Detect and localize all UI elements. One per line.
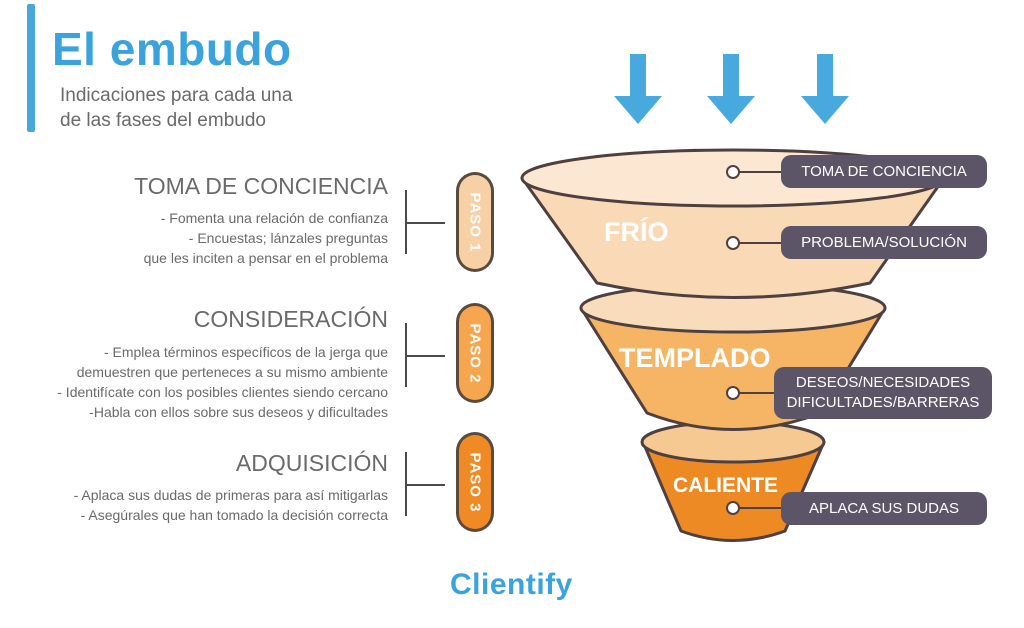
funnel-label-aplaca-sus-dudas: APLACA SUS DUDAS [781, 492, 987, 525]
funnel-label-text: APLACA SUS DUDAS [808, 499, 960, 517]
step-3-bracket [405, 452, 445, 516]
step-2-line: - Emplea términos específicos de la jerg… [103, 344, 388, 360]
arrow-down-icon [801, 54, 849, 124]
label-connectors [726, 165, 785, 515]
stage-name-templado: TEMPLADO [619, 343, 771, 373]
step-3-badge: PASO 3 [456, 432, 494, 532]
funnel-stage-templado [579, 282, 887, 431]
page-subtitle: Indicaciones para cada una de las fases … [60, 83, 360, 133]
funnel-label-text: DESEOS/NECESIDADES [795, 374, 971, 391]
step-1-badge: PASO 1 [456, 172, 494, 272]
step-2-description: - Emplea términos específicos de la jerg… [57, 342, 388, 422]
title-accent-bar [27, 4, 35, 132]
step-3-heading: ADQUISICIÓN [235, 450, 388, 476]
step-1-line: - Encuestas; lánzales preguntas [188, 230, 388, 246]
funnel-stage-caliente [640, 420, 826, 542]
step-1-line: - Fomenta una relación de confianza [160, 210, 388, 226]
subtitle-line: de las fases del embudo [60, 110, 266, 131]
step-1-heading: TOMA DE CONCIENCIA [134, 173, 388, 199]
stage-name-caliente: CALIENTE [673, 474, 778, 497]
funnel-label-deseos-dificultades: DESEOS/NECESIDADES DIFICULTADES/BARRERAS [774, 367, 992, 419]
funnel-label-text: DIFICULTADES/BARRERAS [786, 394, 980, 411]
step-2-line: -Habla con ellos sobre sus deseos y difi… [89, 404, 388, 420]
brand-logo: Clientify [450, 568, 573, 601]
arrow-down-icon [707, 54, 755, 124]
subtitle-line: Indicaciones para cada una [60, 85, 293, 106]
stage-name-frio: FRÍO [604, 216, 669, 247]
funnel-label-text: PROBLEMA/SOLUCIÓN [801, 233, 967, 251]
page-title: El embudo [52, 23, 292, 75]
funnel-label-problema-solucion: PROBLEMA/SOLUCIÓN [781, 226, 987, 259]
step-1-description: - Fomenta una relación de confianza - En… [144, 208, 388, 268]
step-2-bracket [405, 323, 445, 387]
arrow-down-icon [614, 54, 662, 124]
step-2-line: demuestren que perteneces a su mismo amb… [76, 364, 388, 380]
step-1-line: que les inciten a pensar en el problema [143, 250, 388, 266]
step-3-line: - Aplaca sus dudas de primeras para así … [73, 487, 388, 503]
step-3-line: - Asegúrales que han tomado la decisión … [80, 507, 388, 523]
funnel-label-toma-de-conciencia: TOMA DE CONCIENCIA [781, 155, 987, 188]
step-1-bracket [405, 190, 445, 254]
step-2-line: - Identifícate con los posibles clientes… [57, 384, 388, 400]
step-3-description: - Aplaca sus dudas de primeras para así … [74, 485, 388, 525]
funnel-label-text: TOMA DE CONCIENCIA [801, 162, 967, 180]
step-2-heading: CONSIDERACIÓN [193, 306, 388, 332]
step-2-badge: PASO 2 [456, 303, 494, 403]
